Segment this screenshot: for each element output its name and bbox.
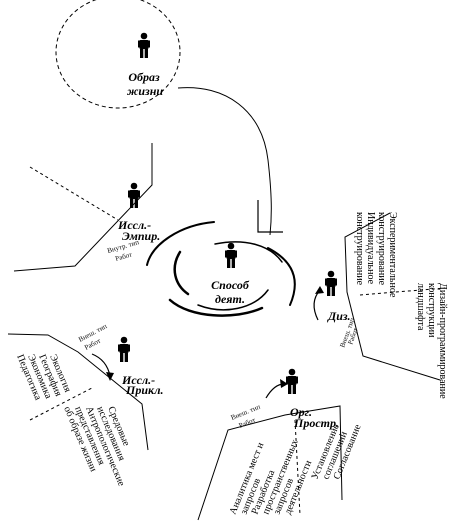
design-top-block: Экспериментальное конструирование Индиви… [354,212,398,298]
org-person-icon [286,368,298,394]
applied-zone [7,333,149,451]
lifestyle-circle [55,0,181,109]
svg-text:Экспериментальное: Экспериментальное [387,212,398,298]
svg-text:конструкции: конструкции [426,283,437,338]
org-right-block: Установление соглашений Согласование [310,422,364,481]
empirical-zone [13,143,153,272]
lifestyle-label-line1: Образ [128,70,160,84]
applied-arrow-head [106,372,114,381]
applied-label-line1: Иссл.- [121,373,155,387]
design-arrow [313,289,321,321]
empirical-label-line2: Эмпир. [122,229,160,243]
org-left-block: Аналитика мест и запросов Разработка про… [228,438,315,516]
applied-label-line2: Прикл. [125,383,164,397]
svg-text:конструирование: конструирование [376,212,387,286]
svg-text:Дизайн-программирование: Дизайн-программирование [437,283,448,399]
design-person-icon [325,270,337,296]
activity-person-icon [225,242,237,268]
org-label-line1: Орг. [290,405,312,419]
activity-label-line1: Способ [211,278,250,292]
lifestyle-connector [177,87,272,236]
svg-text:ландшафта: ландшафта [415,283,426,331]
design-zone [344,212,446,381]
org-arrow-head [280,379,288,388]
org-label-line2: Простр. [293,416,339,430]
connector-bracket [257,200,283,233]
activity-label-line2: деят. [215,292,245,306]
org-zone [197,405,343,521]
svg-text:конструирование: конструирование [354,212,365,286]
design-bottom-block: Дизайн-программирование конструкции ланд… [415,283,448,399]
lifestyle-label-line2: жизни [127,84,163,98]
applied-left-block: Экология География Экономика Педагогика [14,353,73,402]
applied-right-block: Средовые исследования Антропологические … [61,405,132,489]
svg-text:Индивидуальное: Индивидуальное [365,212,376,285]
design-arrow-head [315,286,324,294]
design-label: Диз. [327,309,351,323]
lifestyle-person-icon [138,32,150,58]
applied-person-icon [118,336,130,362]
activity-swirl [146,221,296,317]
empirical-label-line1: Иссл.- [117,218,151,232]
